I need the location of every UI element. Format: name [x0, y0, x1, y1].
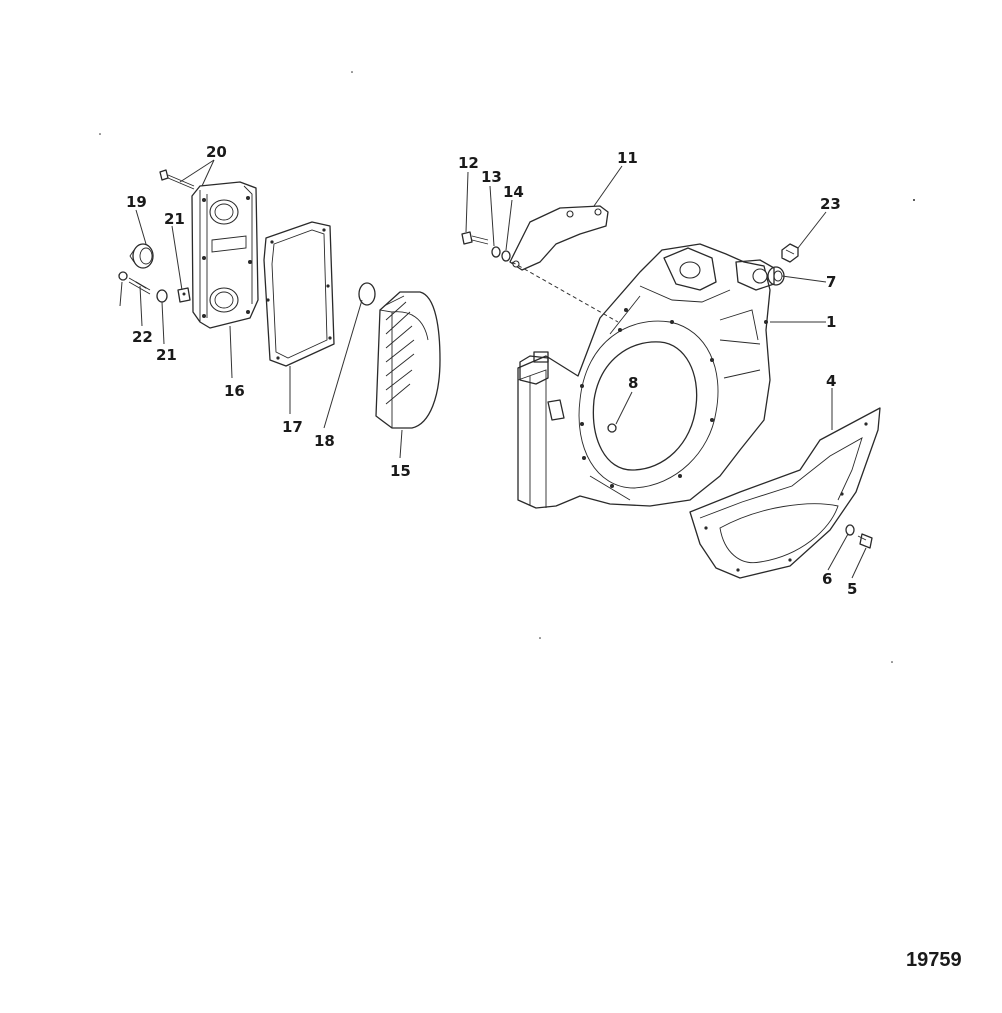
callout-23: 23 [820, 195, 841, 213]
callout-13: 15 [390, 462, 411, 480]
bolt-10-washers-11-12-part [461, 231, 511, 262]
bolt-18-part [159, 169, 195, 190]
fitting-19-part [177, 287, 191, 303]
cooler-13-part [375, 291, 441, 429]
plug-8-part [607, 423, 617, 433]
callout-15: 17 [282, 418, 303, 436]
plug-23-part [781, 243, 799, 263]
assembly-dash-line-9 [511, 261, 619, 323]
cap-17-part [129, 243, 154, 269]
callout-labels: 20 19 21 22 21 16 17 18 15 12 13 14 11 2… [126, 143, 857, 598]
leader-lines [119, 159, 867, 579]
callout-4: 4 [826, 372, 836, 390]
callout-1: 1 [826, 313, 836, 331]
figure-number: 19759 [906, 949, 962, 971]
callout-6: 6 [822, 570, 832, 588]
callout-11: 13 [481, 168, 502, 186]
scan-specks [99, 71, 915, 663]
callout-21: 21 [156, 346, 177, 364]
callout-20: 22 [132, 328, 153, 346]
callout-8: 8 [628, 374, 638, 392]
gasket-15-part [263, 221, 335, 367]
callout-14: 16 [224, 382, 245, 400]
washer-6-bolt-5-part [845, 524, 873, 549]
screw-assembly-20-21-22-part [118, 271, 168, 303]
flywheel-housing-1-part [517, 243, 775, 509]
callout-10: 12 [458, 154, 479, 172]
callout-19: 21 [164, 210, 185, 228]
callout-16: 18 [314, 432, 335, 450]
fitting-7-part [767, 266, 785, 286]
o-ring-16-part [358, 282, 376, 306]
callout-5: 5 [847, 580, 857, 598]
callout-7: 7 [826, 273, 836, 291]
callout-18: 20 [206, 143, 227, 161]
callout-12: 14 [503, 183, 524, 201]
callout-17: 19 [126, 193, 147, 211]
end-cover-part [191, 181, 259, 329]
callout-9: 11 [617, 149, 638, 167]
bracket-9-part [509, 205, 609, 271]
cover-plate-4-part [689, 407, 881, 579]
